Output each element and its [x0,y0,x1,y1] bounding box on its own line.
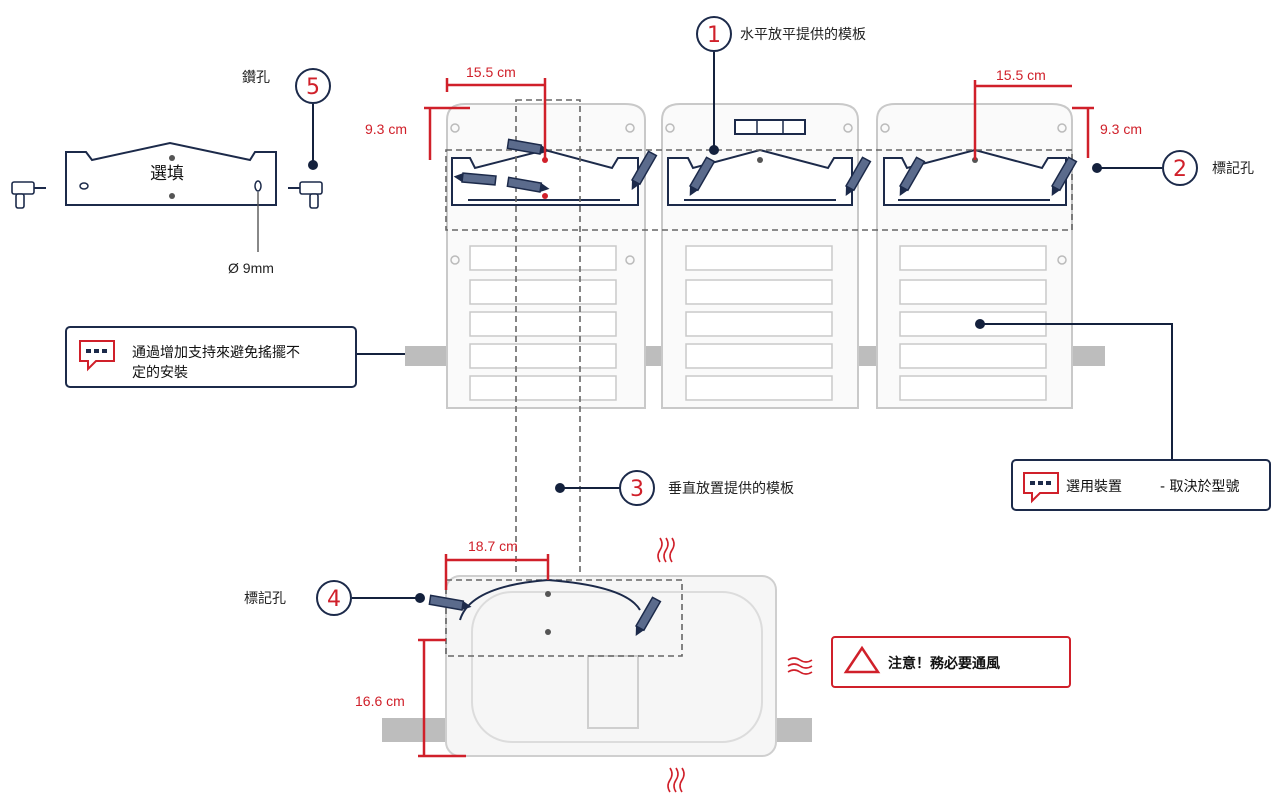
step-1: 1 水平放平提供的模板 [696,16,866,155]
svg-text:注意！務必要通風: 注意！務必要通風 [888,655,1000,672]
svg-text:1: 1 [707,23,721,48]
svg-text:通過增加支持來避免搖擺不: 通過增加支持來避免搖擺不 [132,345,300,361]
svg-text:定的安裝: 定的安裝 [132,365,188,381]
step-3: 3 垂直放置提供的模板 [555,470,794,506]
svg-text:2: 2 [1173,157,1187,182]
svg-text:5: 5 [306,75,320,100]
heat-wave-icon [657,537,813,793]
dim-left-width: 15.5 cm [466,64,516,80]
optional-bracket: 選填 [65,141,277,206]
support-callout: 通過增加支持來避免搖擺不 定的安裝 [65,326,405,388]
svg-text:4: 4 [327,587,341,612]
bracket-label: 選填 [150,164,184,184]
drill-icon [11,181,47,209]
dim-bottom-width: 18.7 cm [468,538,518,554]
drill-icon [287,181,323,209]
bottom-template-outline [445,579,683,657]
template-plate-left [451,148,639,206]
svg-text:標記孔: 標記孔 [244,590,286,607]
dim-right-height: 9.3 cm [1100,121,1142,137]
svg-text:選用裝置: 選用裝置 [1066,479,1122,495]
chat-icon [1023,472,1059,504]
hole-size: Ø 9mm [228,260,274,276]
ventilation-warning: 注意！務必要通風 [831,636,1071,688]
vertical-template-outline [515,99,581,683]
bottom-unit [445,575,777,757]
svg-text:3: 3 [630,477,644,502]
spirit-level-icon [734,119,806,135]
svg-text:水平放平提供的模板: 水平放平提供的模板 [740,27,866,43]
step-4: 4 標記孔 [244,580,425,616]
dim-right-width: 15.5 cm [996,67,1046,83]
horizontal-template-outline [445,149,1073,231]
svg-text:垂直放置提供的模板: 垂直放置提供的模板 [668,480,794,497]
svg-text:- 取決於型號: - 取決於型號 [1160,479,1240,495]
warning-icon [843,645,881,674]
chat-icon [79,340,115,372]
optional-device-callout: 選用裝置 - 取決於型號 [975,319,1271,511]
dim-left-height: 9.3 cm [365,121,407,137]
svg-text:鑽孔: 鑽孔 [242,70,270,86]
step-2: 2 標記孔 [1092,150,1254,186]
template-plate-right [883,148,1067,206]
dim-bottom-height: 16.6 cm [355,693,405,709]
step-5: 5 鑽孔 [242,68,331,170]
svg-text:標記孔: 標記孔 [1212,160,1254,177]
